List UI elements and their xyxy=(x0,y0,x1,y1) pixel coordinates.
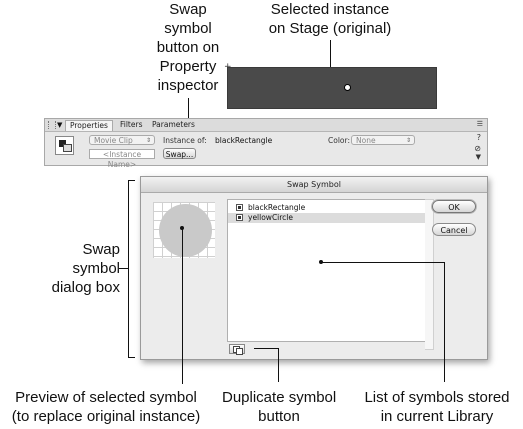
callout-text-line: Swap xyxy=(82,241,120,258)
help-icon[interactable]: ? xyxy=(476,133,481,142)
duplicate-icon xyxy=(236,348,243,355)
dialog-bracket xyxy=(128,180,135,358)
callout-preview: Preview of selected symbol (to replace o… xyxy=(0,388,212,426)
cancel-button[interactable]: Cancel xyxy=(432,223,476,236)
select-arrows-icon: ⇕ xyxy=(405,137,411,144)
callout-text-line: Property xyxy=(159,58,217,75)
callout-text-line: inspector xyxy=(157,77,219,94)
symbol-name: blackRectangle xyxy=(248,203,306,212)
instance-name-field[interactable]: <Instance Name> xyxy=(89,149,155,169)
callout-text-line: in current Library xyxy=(380,408,494,425)
registration-point-icon xyxy=(344,84,351,91)
tab-parameters[interactable]: Parameters xyxy=(152,120,195,129)
swap-button[interactable]: Swap... xyxy=(163,148,196,159)
panel-grip-icon[interactable] xyxy=(48,121,56,129)
callout-text-line: symbol xyxy=(72,260,120,277)
duplicate-symbol-button[interactable] xyxy=(229,344,245,355)
swap-symbol-dialog: Swap Symbol blackRectangle yellowCircle … xyxy=(140,176,488,360)
callout-text-line: (to replace original instance) xyxy=(11,408,201,425)
callout-text-line: symbol xyxy=(164,20,212,37)
instance-of-value: blackRectangle xyxy=(215,136,273,145)
callout-text-line: button xyxy=(258,408,300,425)
color-effect-value: None xyxy=(356,136,376,145)
ok-button[interactable]: OK xyxy=(432,200,476,213)
symbol-behavior-select[interactable]: Movie Clip ⇕ xyxy=(89,135,155,145)
callout-text-line: Swap xyxy=(169,1,207,18)
tab-filters[interactable]: Filters xyxy=(120,120,143,129)
callout-text-line: dialog box xyxy=(51,279,120,296)
leader-line xyxy=(182,228,183,384)
list-item[interactable]: blackRectangle xyxy=(228,203,426,213)
edit-symbol-icon[interactable]: ⊘ xyxy=(474,144,481,153)
callout-text-line: List of symbols stored xyxy=(364,389,510,406)
leader-line xyxy=(330,40,331,67)
stage-movie-clip-instance[interactable] xyxy=(227,67,437,109)
callout-text-line: Preview of selected symbol xyxy=(15,389,197,406)
dialog-title: Swap Symbol xyxy=(141,177,487,193)
movie-clip-symbol-icon xyxy=(236,204,243,211)
select-arrows-icon: ⇕ xyxy=(145,137,151,144)
list-item[interactable]: yellowCircle xyxy=(228,213,426,223)
callout-duplicate-button: Duplicate symbol button xyxy=(222,388,336,426)
color-label: Color: xyxy=(328,136,350,145)
leader-line xyxy=(254,348,278,349)
leader-dot xyxy=(319,260,323,264)
panel-options-menu-icon[interactable]: ☰ xyxy=(476,120,483,128)
leader-dot xyxy=(180,226,184,230)
callout-symbol-list: List of symbols stored in current Librar… xyxy=(352,388,522,426)
movie-clip-symbol-icon xyxy=(55,136,74,155)
symbol-list[interactable]: blackRectangle yellowCircle xyxy=(227,199,427,342)
callout-text-line: button on xyxy=(156,39,220,56)
callout-selected-instance: Selected instance on Stage (original) xyxy=(255,0,405,38)
callout-text-line: on Stage (original) xyxy=(268,20,392,37)
symbol-behavior-value: Movie Clip xyxy=(94,136,133,145)
panel-tab-bar: ▼ Properties Filters Parameters ☰ xyxy=(45,119,487,132)
leader-line xyxy=(321,262,445,263)
movie-clip-symbol-icon xyxy=(236,214,243,221)
leader-line xyxy=(278,348,279,382)
leader-line xyxy=(444,262,445,382)
collapse-triangle-icon[interactable]: ▼ xyxy=(57,121,63,129)
leader-line xyxy=(119,268,128,269)
expand-triangle-icon[interactable]: ▼ xyxy=(475,153,481,161)
color-effect-select[interactable]: None ⇕ xyxy=(351,135,415,145)
callout-swap-button: Swap symbol button on Property inspector xyxy=(138,0,238,95)
callout-text-line: Selected instance xyxy=(270,1,390,18)
callout-dialog-box: Swap symbol dialog box xyxy=(40,240,120,297)
property-inspector-panel: ▼ Properties Filters Parameters ☰ Movie … xyxy=(44,118,488,169)
callout-text-line: Duplicate symbol xyxy=(222,389,337,406)
list-scrollbar[interactable] xyxy=(425,199,434,350)
tab-properties[interactable]: Properties xyxy=(65,120,113,131)
preview-circle-shape xyxy=(159,204,212,257)
symbol-name: yellowCircle xyxy=(248,213,294,222)
symbol-preview xyxy=(153,202,215,258)
instance-of-label: Instance of: xyxy=(163,136,207,145)
